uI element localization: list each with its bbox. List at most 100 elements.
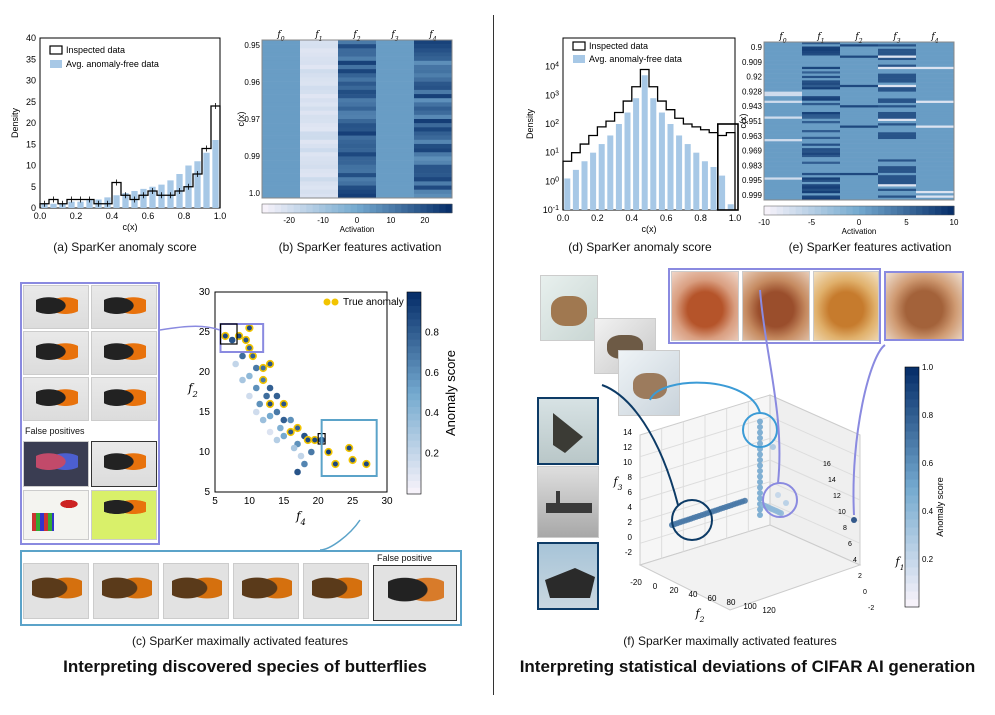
x-tick-label: 1.0 (729, 213, 742, 223)
colorbar-segment (905, 399, 919, 408)
heatmap-cell (764, 109, 803, 113)
heatmap-cell (764, 184, 803, 187)
heatmap-cell (840, 82, 879, 86)
bar-anomaly-free (650, 98, 657, 210)
heatmap-cell (878, 193, 917, 196)
scatter-point (265, 399, 275, 409)
heatmap-cell (878, 121, 917, 124)
heatmap-cell (262, 164, 301, 170)
colorbar-segment (439, 204, 447, 213)
heatmap-cell (764, 193, 803, 196)
heatmap-cell (916, 139, 955, 142)
heatmap-cell (840, 44, 879, 47)
heatmap-cell (764, 100, 803, 104)
heatmap-cell (764, 143, 803, 147)
heatmap-cell (802, 163, 841, 167)
y-tick-label: 0.92 (746, 73, 762, 82)
arrow-to-dog-single (852, 344, 886, 516)
heatmap-cell (300, 56, 339, 62)
colorbar-segment (764, 206, 771, 215)
heatmap-cell (764, 136, 803, 140)
y-tick-label: 103 (545, 90, 559, 101)
legend-marker (331, 298, 339, 306)
x-tick-label: 0 (653, 582, 658, 591)
colorbar-segment (426, 204, 434, 213)
scatter-point (757, 495, 763, 502)
z-tick-label: 6 (628, 488, 633, 497)
colorbar-segment (802, 206, 809, 215)
heatmap-cell (764, 114, 803, 117)
heatmap-cell (840, 136, 879, 140)
colorbar-segment (407, 386, 421, 394)
heatmap-cell (916, 190, 955, 194)
heatmap-cell (840, 132, 879, 135)
heatmap-cell (300, 98, 339, 103)
heatmap-cell (300, 135, 339, 141)
heatmap-cell (262, 73, 301, 78)
heatmap-cell (802, 154, 841, 158)
heatmap-cell (878, 134, 917, 138)
colorbar-segment (357, 204, 364, 213)
heatmap-cell (338, 189, 377, 195)
heatmap-cell (764, 48, 803, 52)
heatmap-cell (764, 96, 803, 99)
heatmap-cell (764, 141, 803, 144)
y-tick-label: 16 (823, 461, 831, 468)
heatmap-cell (840, 116, 879, 120)
heatmap-cell (802, 161, 841, 165)
heatmap-cell (840, 109, 879, 113)
heatmap-cell (802, 53, 841, 56)
colorbar-segment (445, 204, 453, 213)
heatmap-cell (840, 51, 879, 54)
heatmap-cell (840, 111, 879, 115)
butterfly-thumb (163, 563, 229, 619)
x-tick-label: 0.6 (660, 213, 673, 223)
colorbar-segment (407, 399, 421, 407)
heatmap-cell (802, 141, 841, 144)
scatter-point (770, 444, 776, 450)
heatmap-cell (878, 71, 917, 74)
heatmap-cell (916, 62, 955, 65)
heatmap-cell (338, 156, 377, 161)
heatmap-cell (764, 84, 803, 88)
heatmap-cell (764, 89, 803, 92)
heatmap-cell (764, 121, 803, 124)
column-label: f3 (892, 32, 900, 45)
x-tick-label: 0.0 (557, 213, 570, 223)
heatmap-cell (376, 123, 415, 128)
colorbar-segment (407, 406, 421, 414)
step-inspected (39, 105, 221, 208)
bar-anomaly-free (727, 204, 734, 210)
heatmap-cell (338, 56, 377, 62)
heatmap-cell (802, 44, 841, 47)
heatmap-cell (414, 152, 453, 157)
heatmap-cell (376, 131, 415, 136)
heatmap-cell (840, 170, 879, 174)
bar-anomaly-free (86, 199, 93, 208)
heatmap-cell (916, 105, 955, 108)
heatmap-cell (840, 71, 879, 74)
heatmap-cell (414, 139, 453, 145)
colorbar-segment (407, 325, 421, 333)
heatmap-cell (916, 181, 955, 185)
heatmap-cell (376, 98, 415, 103)
scatter-point (757, 479, 763, 485)
heatmap-cell (764, 195, 803, 199)
heatmap-cell (300, 94, 339, 99)
heatmap-cell (916, 75, 955, 79)
heatmap-cell (802, 152, 841, 156)
heatmap-cell (414, 40, 453, 45)
colorbar-segment (407, 318, 421, 327)
heatmap-cell (916, 197, 955, 201)
colorbar-segment (905, 519, 919, 528)
z-tick-label: 4 (628, 503, 633, 512)
scatter-point (297, 452, 305, 460)
heatmap-cell (414, 64, 453, 70)
colorbar-frame (763, 205, 955, 216)
heatmap-cell (764, 161, 803, 165)
heatmap-cell (414, 60, 453, 66)
bar-anomaly-free (77, 201, 84, 208)
heatmap-cell (916, 114, 955, 117)
butterfly-thumb (23, 331, 89, 375)
